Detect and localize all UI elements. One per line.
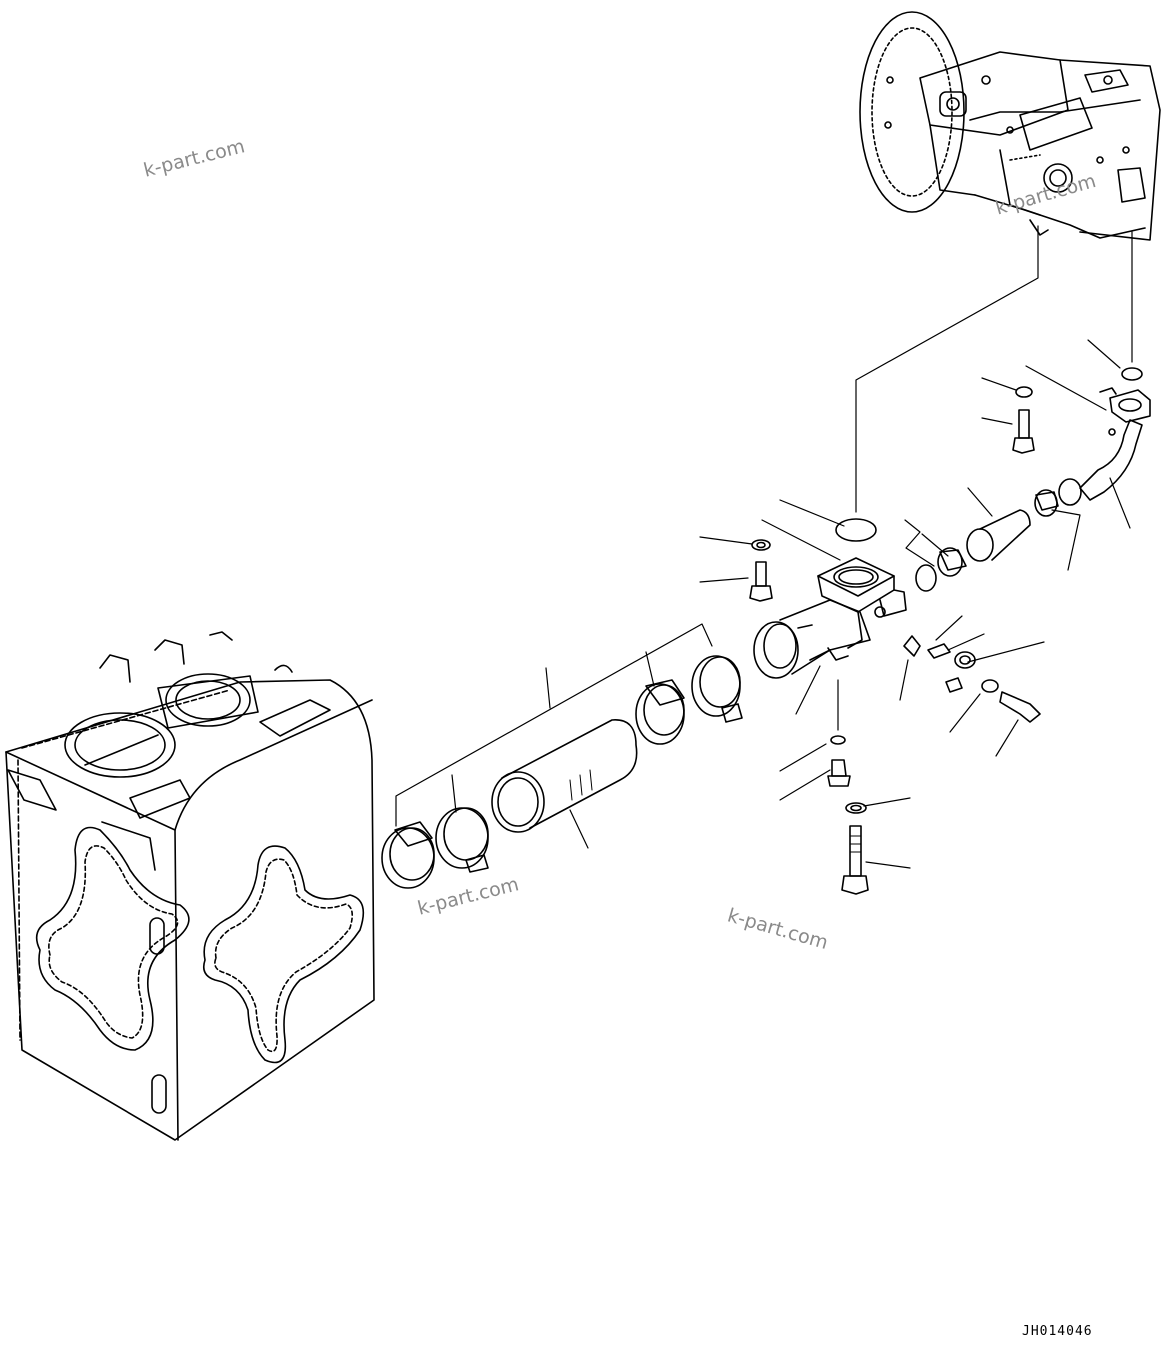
- fasteners: [749, 386, 1041, 895]
- leader-lines: [395, 225, 1133, 869]
- drain-hose-assembly: [966, 367, 1151, 562]
- suction-piping: [381, 547, 967, 889]
- hydraulic-tank: [5, 631, 375, 1141]
- hydraulic-pump: [859, 11, 1161, 241]
- drawing-code: JH014046: [1022, 1324, 1093, 1339]
